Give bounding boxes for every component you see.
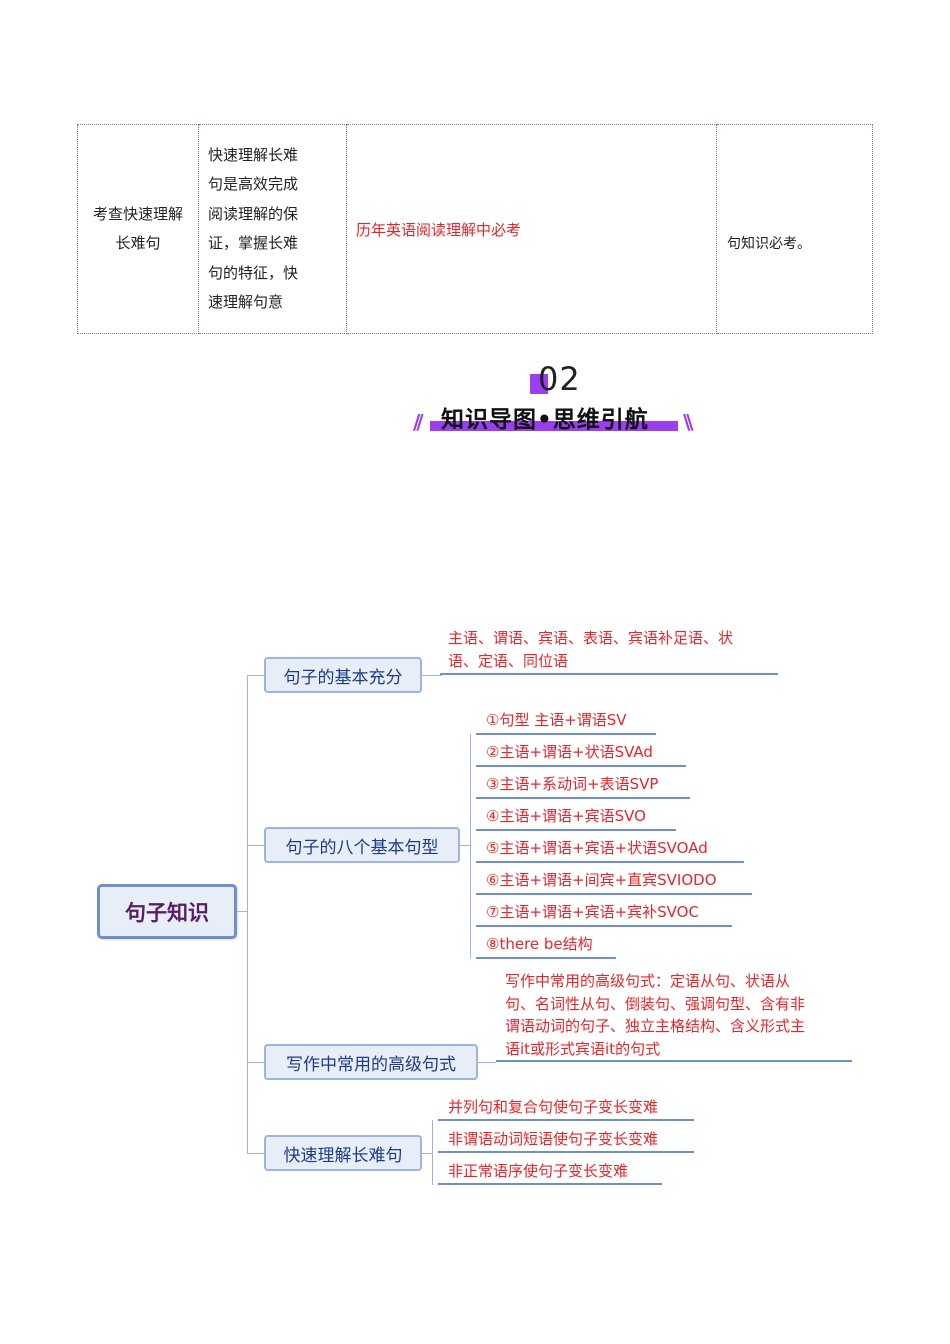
leaf-pattern-2: ②主语+谓语+状语SVAd (486, 743, 653, 761)
cell-line: 速理解句意 (208, 293, 284, 311)
leaf-pattern-3: ③主语+系动词+表语SVP (486, 775, 659, 793)
connector-line (247, 845, 264, 846)
leaf-pattern-6: ⑥主语+谓语+间宾+直宾SVIODO (486, 871, 717, 889)
table-row: 考查快速理解 长难句 快速理解长难 句是高效完成 阅读理解的保 证，掌握长难 句… (77, 124, 873, 334)
leaf-underline (476, 925, 732, 927)
leaf-underline (476, 957, 616, 959)
cell-text: 句知识必考。 (727, 236, 811, 252)
section-title: 知识导图•思维引航 (441, 407, 649, 433)
title-underline-bar (430, 421, 678, 431)
table-cell-requirement: 快速理解长难 句是高效完成 阅读理解的保 证，掌握长难 句的特征，快 速理解句意 (198, 124, 347, 334)
leaf-underline (476, 861, 744, 863)
cell-text: 历年英语阅读理解中必考 (356, 220, 522, 239)
leaf-line: 句、名词性从句、倒装句、强调句型、含有非 (505, 994, 806, 1013)
leaf-underline (476, 733, 656, 735)
left-slash-icon: // (413, 410, 423, 434)
table-cell-importance: 句知识必考。 (716, 124, 873, 334)
leaf-underline (438, 1183, 662, 1185)
mindmap-root: 句子知识 (97, 884, 237, 939)
cell-line: 句是高效完成 (208, 175, 299, 193)
leaf-sentence-components: 主语、谓语、宾语、表语、宾语补足语、状 语、定语、同位语 (448, 627, 778, 672)
leaf-pattern-1: ①句型 主语+谓语SV (486, 711, 627, 729)
leaf-line: 语it或形式宾语it的句式 (505, 1039, 661, 1058)
leaf-long-sentence-2: 非谓语动词短语使句子变长变难 (448, 1130, 659, 1148)
leaf-line: 写作中常用的高级句式：定语从句、状语从 (505, 972, 791, 990)
connector-line (478, 1062, 496, 1063)
leaf-pattern-5: ⑤主语+谓语+宾语+状语SVOAd (486, 839, 708, 857)
leaf-advanced-sentences: 写作中常用的高级句式：定语从句、状语从 句、名词性从句、倒装句、强调句型、含有非… (505, 970, 850, 1060)
sub-trunk-line (432, 1120, 433, 1185)
leaf-pattern-7: ⑦主语+谓语+宾语+宾补SVOC (486, 903, 699, 921)
trunk-line (247, 675, 248, 1153)
leaf-underline (476, 765, 686, 767)
cell-line: 句的特征，快 (208, 263, 299, 282)
branch-advanced-sentences: 写作中常用的高级句式 (264, 1044, 478, 1080)
connector-line (460, 845, 470, 846)
leaf-underline (476, 829, 676, 831)
leaf-pattern-8: ⑧there be结构 (486, 935, 593, 953)
leaf-line: 主语、谓语、宾语、表语、宾语补足语、状 (448, 629, 734, 647)
leaf-underline (440, 673, 778, 675)
leaf-underline (496, 1060, 852, 1062)
connector-line (247, 675, 264, 676)
number-accent-square (530, 374, 548, 394)
leaf-underline (438, 1119, 694, 1121)
leaf-underline (476, 893, 752, 895)
leaf-pattern-4: ④主语+谓语+宾语SVO (486, 807, 646, 825)
leaf-underline (476, 797, 690, 799)
branch-eight-sentence-patterns: 句子的八个基本句型 (264, 827, 460, 863)
leaf-underline (438, 1151, 694, 1153)
connector-line (247, 1062, 264, 1063)
connector-line (422, 675, 442, 676)
cell-line: 长难句 (115, 234, 161, 252)
connector-line (237, 911, 247, 912)
cell-line: 阅读理解的保 (208, 204, 299, 223)
connector-line (247, 1153, 264, 1154)
connector-line (422, 1153, 432, 1154)
leaf-long-sentence-3: 非正常语序使句子变长变难 (448, 1162, 629, 1180)
leaf-line: 语、定语、同位语 (448, 651, 569, 670)
table-cell-topic: 考查快速理解 长难句 (77, 124, 199, 334)
sub-trunk-line (470, 734, 471, 958)
leaf-line: 谓语动词的句子、独立主格结构、含义形式主 (505, 1017, 806, 1035)
cell-line: 快速理解长难 (208, 145, 299, 164)
right-slash-icon: \\ (683, 410, 693, 434)
cell-line: 考查快速理解 (92, 205, 183, 223)
branch-sentence-components: 句子的基本充分 (264, 657, 422, 693)
branch-long-sentences: 快速理解长难句 (264, 1135, 422, 1171)
table-cell-exam-note: 历年英语阅读理解中必考 (346, 124, 717, 334)
cell-line: 证，掌握长难 (208, 234, 299, 252)
section-number: 02 (538, 360, 581, 398)
requirements-table: 考查快速理解 长难句 快速理解长难 句是高效完成 阅读理解的保 证，掌握长难 句… (77, 124, 873, 334)
leaf-long-sentence-1: 并列句和复合句使句子变长变难 (448, 1098, 659, 1116)
